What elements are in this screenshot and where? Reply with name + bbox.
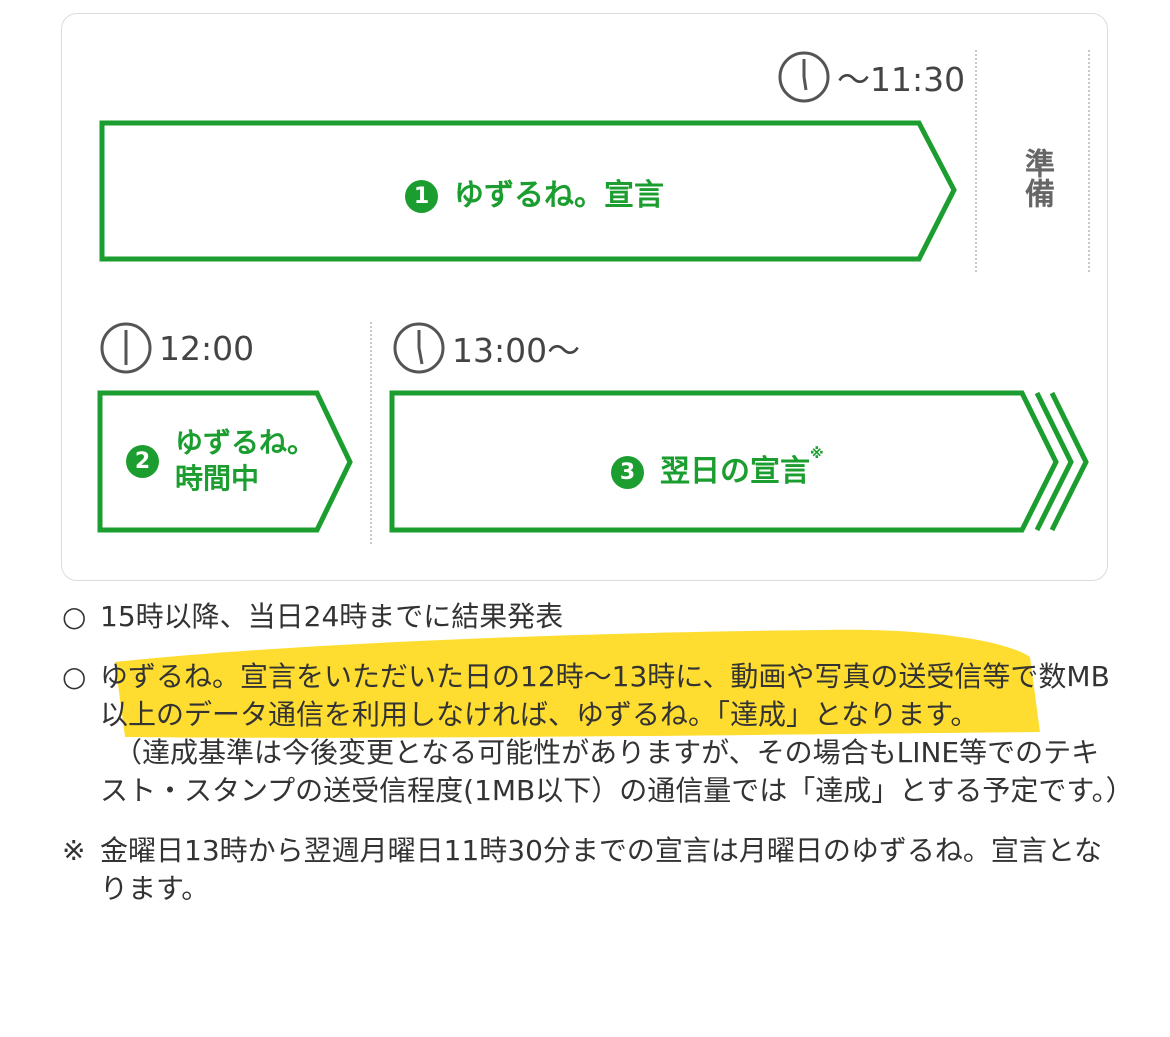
step1-label: 1 ゆずるね。宣言 [405, 170, 664, 214]
step-number-1: 1 [405, 180, 438, 213]
step2-time: 12:00 [99, 321, 254, 375]
step2-time-text: 12:00 [159, 328, 255, 368]
note-text: ゆずるね。宣言をいただいた日の12時〜13時に、動画や写真の送受信等で数MB以上… [100, 660, 1110, 731]
step3-time-text: 13:00〜 [452, 331, 581, 370]
step3-time: 13:00〜 [392, 321, 580, 375]
divider [370, 322, 372, 544]
step3-label-text: 翌日の宣言 [660, 454, 810, 489]
footnote: ※ 金曜日13時から翌週月曜日11時30分までの宣言は月曜日のゆずるね。宣言とな… [62, 832, 1122, 908]
step2-label-line1: ゆずるね。 [175, 426, 316, 459]
note-item: ○ 15時以降、当日24時までに結果発表 [62, 598, 1122, 636]
step2-label: 2 ゆずるね。 時間中 [126, 425, 315, 497]
step1-time: 〜11:30 [777, 50, 965, 104]
note-text-block: ゆずるね。宣言をいただいた日の12時〜13時に、動画や写真の送受信等で数MB以上… [100, 658, 1134, 810]
footnote-mark: ※ [62, 834, 86, 867]
step3-label: 3 翌日の宣言※ [611, 446, 824, 490]
divider [1088, 50, 1090, 272]
clock-icon [778, 51, 830, 103]
circle-bullet-icon: ○ [62, 600, 87, 633]
clock-icon [100, 322, 152, 374]
divider [975, 50, 977, 272]
highlight-stroke [115, 629, 1040, 738]
note-subtext: （達成基準は今後変更となる可能性がありますが、その場合もLINE等でのテキスト・… [100, 736, 1134, 807]
step1-label-text: ゆずるね。宣言 [454, 178, 664, 213]
note-item: ○ ゆずるね。宣言をいただいた日の12時〜13時に、動画や写真の送受信等で数MB… [62, 658, 1134, 810]
step-number-3: 3 [611, 456, 644, 489]
step2-label-line2: 時間中 [175, 462, 260, 495]
step-number-2: 2 [126, 444, 159, 478]
notes-section: ○ 15時以降、当日24時までに結果発表 ○ ゆずるね。宣言をいただいた日の12… [62, 598, 1134, 930]
note-text: 15時以降、当日24時までに結果発表 [100, 600, 564, 633]
prep-text: 準備 [1019, 148, 1054, 208]
step1-time-text: 〜11:30 [837, 60, 966, 99]
footnote-text: 金曜日13時から翌週月曜日11時30分までの宣言は月曜日のゆずるね。宣言となりま… [100, 834, 1103, 905]
step2-arrow [97, 390, 353, 533]
circle-bullet-icon: ○ [62, 660, 87, 693]
asterisk-mark: ※ [810, 446, 824, 462]
step1-arrow [99, 120, 957, 262]
step3-arrow [389, 390, 1089, 533]
clock-icon [393, 322, 445, 374]
prep-label: 準備 [1012, 148, 1054, 208]
